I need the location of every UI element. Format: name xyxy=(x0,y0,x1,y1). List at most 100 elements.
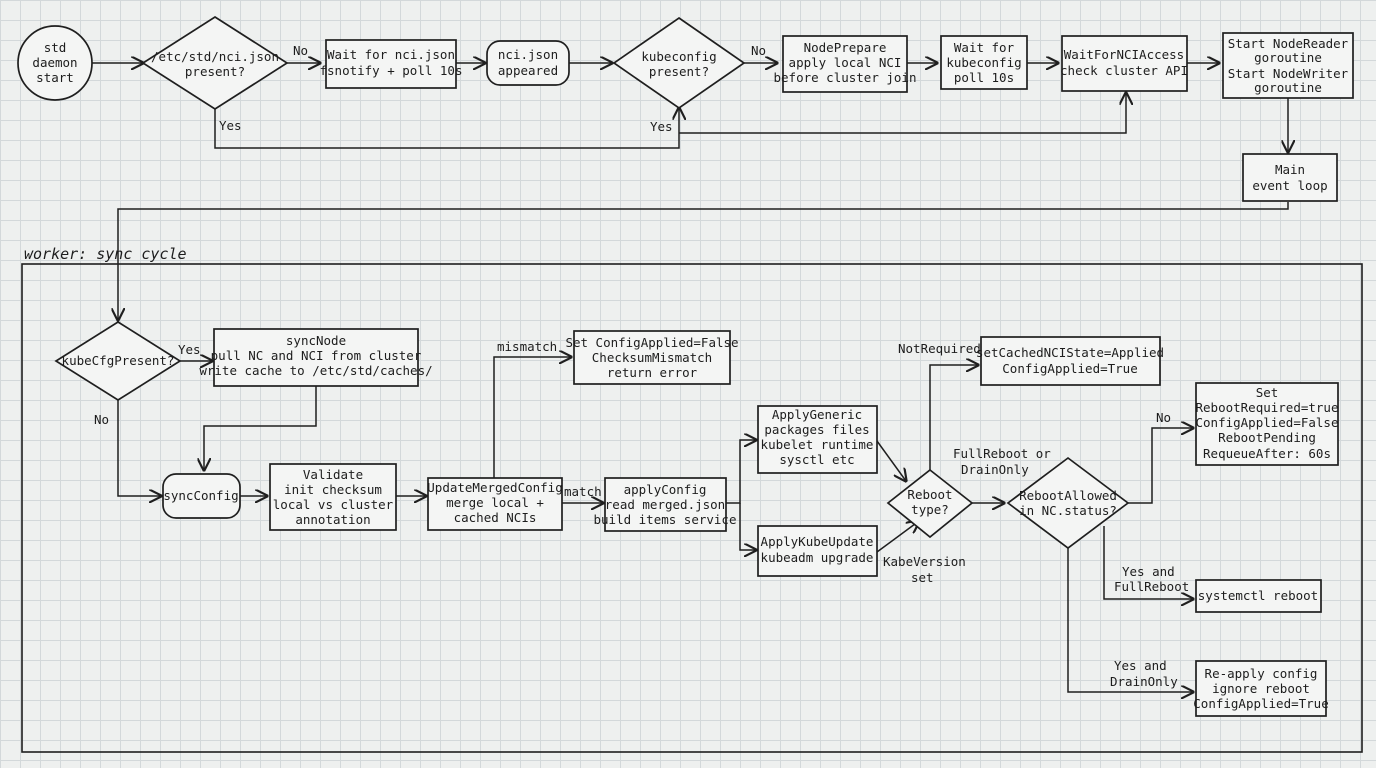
node-text: setCachedNCIState=Applied xyxy=(976,345,1164,360)
node-set-cached-state: setCachedNCIState=Applied ConfigApplied=… xyxy=(976,336,1164,386)
node-main-event-loop: Main event loop xyxy=(1242,153,1338,202)
node-text: ChecksumMismatch xyxy=(592,350,712,365)
edge-label-yes-fullreboot: FullReboot xyxy=(1114,579,1189,594)
edge-label-mismatch: mismatch xyxy=(497,339,557,354)
node-wait-nci-json: Wait for nci.json fsnotify + poll 10s xyxy=(320,39,463,89)
edge-label-kube-version-set: KabeVersion xyxy=(883,554,966,569)
node-text: appeared xyxy=(498,63,558,78)
node-text: ApplyKubeUpdate xyxy=(761,534,874,549)
node-text: read merged.json xyxy=(605,497,725,512)
node-text: ConfigApplied=True xyxy=(1193,696,1328,711)
node-text: kubeCfgPresent? xyxy=(62,353,175,368)
node-text: build items service xyxy=(594,512,737,527)
node-wait-nci-access: WaitForNCIAccess check cluster API xyxy=(1060,35,1188,92)
node-text: poll 10s xyxy=(954,70,1014,85)
node-text: systemctl reboot xyxy=(1198,588,1318,603)
edge-syncnode-to-syncconfig xyxy=(204,386,317,470)
node-text: ApplyGeneric xyxy=(772,407,862,422)
node-text: UpdateMergedConfig xyxy=(427,480,562,495)
node-text: std xyxy=(44,40,67,55)
edge-kubeconfig-yes xyxy=(679,93,1126,134)
edge-label-not-required: NotRequired xyxy=(898,341,981,356)
decision-reboot-type: Reboot type? xyxy=(886,468,974,539)
node-text: before cluster join xyxy=(774,70,917,85)
node-text: syncConfig xyxy=(163,488,238,503)
node-systemctl-reboot: systemctl reboot xyxy=(1195,579,1322,613)
node-set-reboot-required: Set RebootRequired=true ConfigApplied=Fa… xyxy=(1195,382,1339,466)
node-text: goroutine xyxy=(1254,50,1322,65)
node-apply-kube-update: ApplyKubeUpdate kubeadm upgrade xyxy=(757,525,878,577)
node-text: goroutine xyxy=(1254,80,1322,95)
node-nci-json-appeared: nci.json appeared xyxy=(486,40,570,86)
node-text: packages files xyxy=(764,422,869,437)
edge-label-full-or-drain: FullReboot or xyxy=(953,446,1051,461)
edge-label-yes-drainonly: Yes and xyxy=(1114,658,1167,673)
node-text: /etc/std/nci.json xyxy=(151,49,279,64)
edge-label-no: No xyxy=(751,43,766,58)
edge-label-yes-fullreboot: Yes and xyxy=(1122,564,1175,579)
node-text: in NC.status? xyxy=(1019,503,1117,518)
edge-allowed-yes-drainonly xyxy=(1067,548,1193,692)
node-text: sysctl etc xyxy=(779,452,854,467)
node-text: Wait for nci.json xyxy=(327,47,455,62)
edge-label-yes: Yes xyxy=(219,118,242,133)
node-text: ignore reboot xyxy=(1212,681,1310,696)
node-text: Main xyxy=(1275,162,1305,177)
node-sync-config: syncConfig xyxy=(162,473,241,519)
node-text: start xyxy=(36,70,74,85)
node-text: ConfigApplied=True xyxy=(1002,361,1137,376)
node-text: pull NC and NCI from cluster xyxy=(211,348,422,363)
edge-allowed-yes-fullreboot xyxy=(1103,526,1193,599)
node-text: local vs cluster xyxy=(273,497,394,512)
node-text: RequeueAfter: 60s xyxy=(1203,446,1331,461)
edge-label-yes: Yes xyxy=(178,342,201,357)
node-node-prepare: NodePrepare apply local NCI before clust… xyxy=(774,35,917,93)
edge-label-no: No xyxy=(1156,410,1171,425)
node-start-goroutines: Start NodeReader goroutine Start NodeWri… xyxy=(1222,32,1354,99)
node-text: cached NCIs xyxy=(454,510,537,525)
node-text: NodePrepare xyxy=(804,40,887,55)
node-text: kubeconfig xyxy=(641,49,716,64)
node-text: Re-apply config xyxy=(1205,666,1318,681)
node-text: RebootPending xyxy=(1218,430,1316,445)
decision-reboot-allowed: RebootAllowed in NC.status? xyxy=(1006,456,1130,550)
node-text: ConfigApplied=False xyxy=(1196,415,1339,430)
node-text: Start NodeWriter xyxy=(1228,66,1349,81)
node-set-checksum-mismatch: Set ConfigApplied=False ChecksumMismatch… xyxy=(565,330,739,385)
edge-kubeupdate-to-reboot xyxy=(876,521,919,553)
edges xyxy=(92,63,1288,692)
node-text: event loop xyxy=(1252,178,1327,193)
node-text: Validate xyxy=(303,467,363,482)
node-text: syncNode xyxy=(286,333,346,348)
node-text: applyConfig xyxy=(624,482,707,497)
node-reapply-config: Re-apply config ignore reboot ConfigAppl… xyxy=(1193,660,1329,717)
node-sync-node: syncNode pull NC and NCI from cluster wr… xyxy=(199,328,433,387)
node-text: merge local + xyxy=(446,495,544,510)
edge-merged-mismatch xyxy=(493,357,571,478)
edge-label-no: No xyxy=(293,43,308,58)
node-validate: Validate init checksum local vs cluster … xyxy=(269,463,397,531)
decision-nci-json-present: /etc/std/nci.json present? xyxy=(141,15,289,111)
edge-reboot-notrequired xyxy=(929,365,978,470)
node-text: WaitForNCIAccess xyxy=(1064,47,1184,62)
edge-label-kube-version-set: set xyxy=(911,570,934,585)
node-text: RebootAllowed xyxy=(1019,488,1117,503)
node-text: annotation xyxy=(295,512,370,527)
edge-applyconfig-to-kubeupdate xyxy=(739,503,756,550)
node-apply-generic: ApplyGeneric packages files kubelet runt… xyxy=(757,405,878,474)
node-text: apply local NCI xyxy=(789,55,902,70)
node-text: return error xyxy=(607,365,698,380)
node-update-merged-config: UpdateMergedConfig merge local + cached … xyxy=(427,477,563,531)
node-text: type? xyxy=(911,502,949,517)
node-text: write cache to /etc/std/caches/ xyxy=(199,363,432,378)
edge-kubecfg-no xyxy=(117,400,161,496)
node-text: Set ConfigApplied=False xyxy=(565,335,738,350)
node-apply-config: applyConfig read merged.json build items… xyxy=(594,477,737,532)
edge-label-full-or-drain: DrainOnly xyxy=(961,462,1029,477)
node-text: nci.json xyxy=(498,47,558,62)
node-start: std daemon start xyxy=(17,25,93,101)
edge-labels: No Yes No Yes Yes No mismatch match NotR… xyxy=(94,43,1189,689)
node-text: fsnotify + poll 10s xyxy=(320,63,463,78)
node-text: daemon xyxy=(32,55,77,70)
